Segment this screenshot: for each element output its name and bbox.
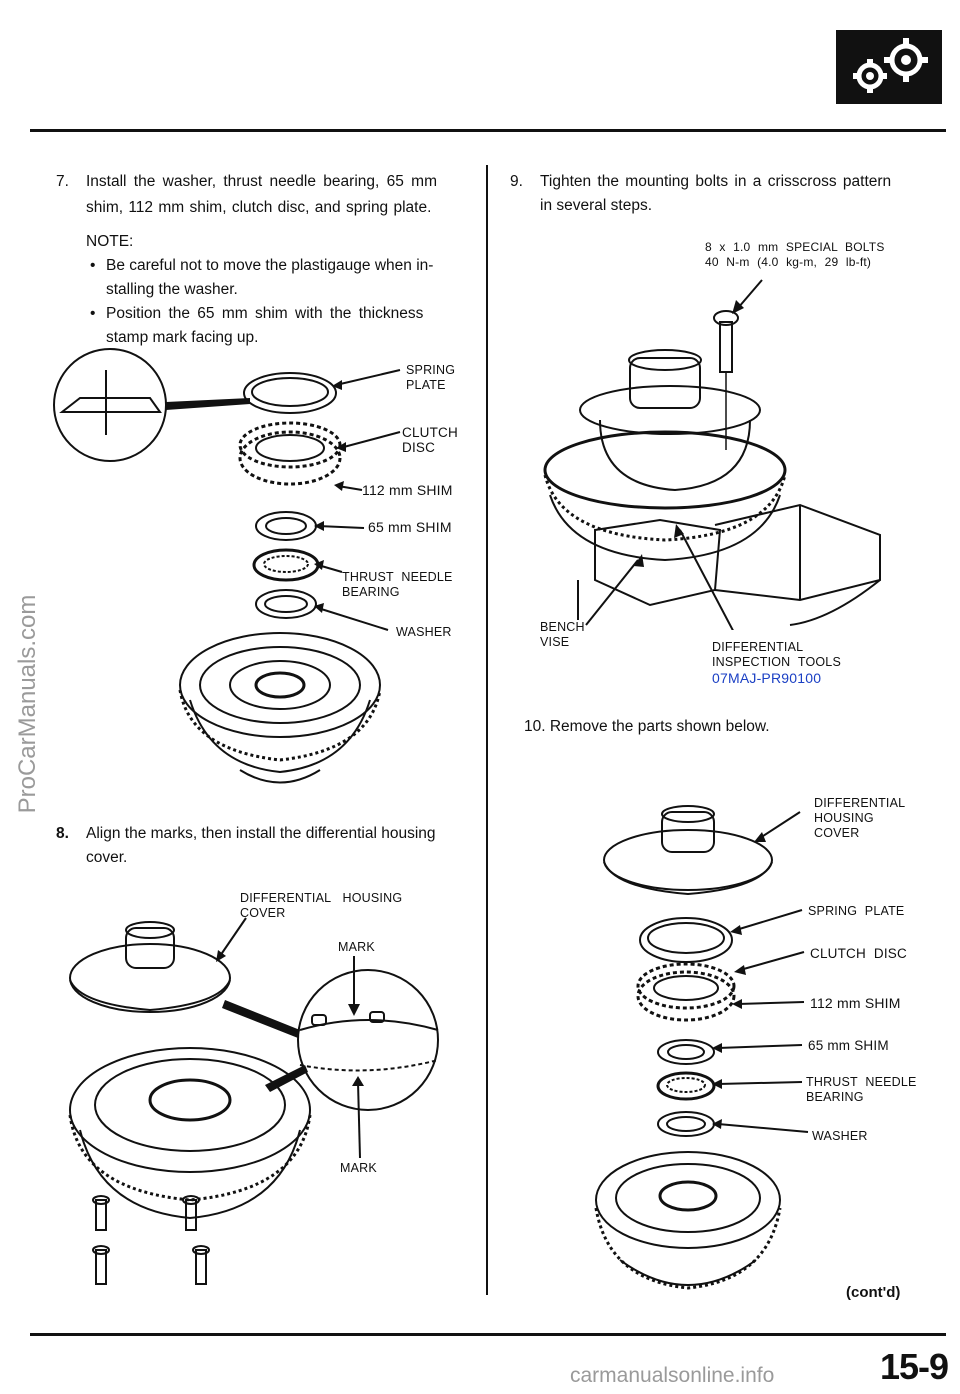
step-text-line2: cover. bbox=[86, 849, 128, 866]
figure-exploded-parts bbox=[53, 348, 401, 784]
label-112mm-shim: 112 mm SHIM bbox=[362, 482, 453, 498]
page-number: 15-9 bbox=[880, 1346, 949, 1387]
label-clutch-disc-r: CLUTCH DISC bbox=[810, 946, 907, 961]
label-washer: WASHER bbox=[396, 625, 452, 639]
bullet-icon: • bbox=[90, 257, 96, 274]
label-65mm-shim-r: 65 mm SHIM bbox=[808, 1038, 889, 1053]
label-washer-r: WASHER bbox=[812, 1129, 868, 1143]
step-number: 9. bbox=[510, 173, 523, 190]
part-number: 07MAJ-PR90100 bbox=[712, 670, 822, 686]
step-text-line1: Align the marks, then install the differ… bbox=[86, 825, 436, 842]
figure-housing-cover bbox=[68, 917, 439, 1285]
note-heading: NOTE: bbox=[86, 233, 134, 250]
note-item-line2: stamp mark facing up. bbox=[106, 329, 259, 346]
bottom-rule bbox=[30, 1333, 946, 1336]
label-spring-plate-r: SPRING PLATE bbox=[808, 904, 905, 918]
watermark-bottom: carmanualsonline.info bbox=[570, 1364, 775, 1387]
continued-label: (cont'd) bbox=[846, 1284, 901, 1301]
column-divider bbox=[486, 165, 488, 1295]
label-mark-bottom: MARK bbox=[340, 1161, 377, 1175]
note-item: • Position the 65 mm shim with the thick… bbox=[90, 302, 466, 350]
label-mark-top: MARK bbox=[338, 940, 375, 954]
step-text-line2: shim, 112 mm shim, clutch disc, and spri… bbox=[86, 199, 432, 216]
label-65mm-shim: 65 mm SHIM bbox=[368, 519, 452, 535]
gear-cluster-icon bbox=[836, 30, 942, 104]
note-item-line1: Be careful not to move the plastigauge w… bbox=[106, 257, 434, 274]
top-rule bbox=[30, 129, 946, 132]
step-text-line2: in several steps. bbox=[540, 197, 652, 214]
step-10: 10. Remove the parts shown below. bbox=[524, 718, 770, 735]
note-item-line2: stalling the washer. bbox=[106, 281, 238, 298]
figure-removed-parts bbox=[594, 805, 809, 1290]
note-item: • Be careful not to move the plastigauge… bbox=[90, 254, 466, 302]
step-number: 7. bbox=[56, 173, 69, 190]
bullet-icon: • bbox=[90, 305, 96, 322]
label-112mm-shim-r: 112 mm SHIM bbox=[810, 995, 901, 1011]
step-text-line1: Install the washer, thrust needle bearin… bbox=[86, 173, 437, 190]
step-number: 8. bbox=[56, 825, 69, 842]
note-block: NOTE: • Be careful not to move the plast… bbox=[86, 230, 466, 350]
step-text-line1: Tighten the mounting bolts in a crisscro… bbox=[540, 173, 892, 190]
label-differential-inspection-tools: DIFFERENTIAL INSPECTION TOOLS 07MAJ-PR90… bbox=[712, 640, 841, 686]
note-item-line1: Position the 65 mm shim with the thickne… bbox=[106, 305, 424, 322]
figure-bench-vise-setup bbox=[543, 279, 881, 630]
